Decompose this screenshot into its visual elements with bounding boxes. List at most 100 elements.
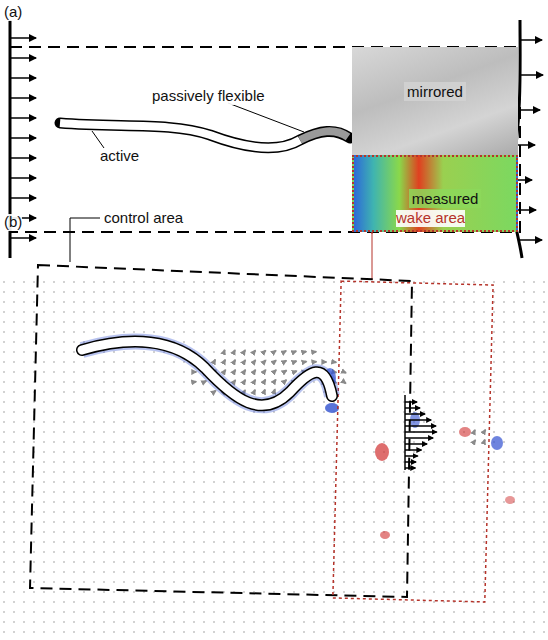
vector-dot [103,521,105,523]
vector-dot [123,521,125,523]
vector-dot [53,581,55,583]
vector-dot [543,431,545,433]
passive-tail [300,131,348,140]
vector-dot [163,461,165,463]
vector-dot [443,581,445,583]
vector-dot [203,391,205,393]
vector-dot [293,631,295,633]
vector-dot [3,541,5,543]
vector-dot [333,451,335,453]
vector-dot [163,391,165,393]
vector-dot [443,501,445,503]
vector-dot [193,471,195,473]
vector-dot [33,421,35,423]
vector-dot [513,361,515,363]
vector-dot [243,571,245,573]
vector-dot [303,461,305,463]
vector-dot [293,571,295,573]
vector-dot [73,361,75,363]
vector-dot [503,481,505,483]
vector-dot [193,531,195,533]
vector-dot [383,581,385,583]
vector-dot [13,621,15,623]
vector-dot [193,561,195,563]
vector-dot [193,581,195,583]
vector-dot [323,541,325,543]
vector-dot [313,521,315,523]
vector-dot [313,591,315,593]
vector-dot [53,611,55,613]
vector-dot [3,411,5,413]
vector-dot [183,581,185,583]
vector-dot [143,291,145,293]
vector-dot [513,421,515,423]
vector-dot [533,441,535,443]
vector-dot [13,511,15,513]
vector-dot [473,461,475,463]
vector-dot [453,451,455,453]
vector-dot [163,481,165,483]
vector-dot [543,311,545,313]
vector-dot [483,351,485,353]
vector-dot [253,611,255,613]
vector-dot [543,471,545,473]
vector-dot [283,301,285,303]
vector-dot [503,461,505,463]
vector-dot [513,301,515,303]
vector-dot [233,581,235,583]
vector-dot [433,571,435,573]
vector-dot [53,321,55,323]
vector-arrow [284,370,287,372]
vector-dot [503,471,505,473]
vector-dot [443,491,445,493]
vector-dot [163,471,165,473]
vector-dot [513,491,515,493]
vector-arrow [274,379,276,382]
vector-dot [533,341,535,343]
vector-dot [193,441,195,443]
vector-dot [303,581,305,583]
vector-dot [63,541,65,543]
vector-dot [423,561,425,563]
vector-dot [503,401,505,403]
vector-dot [373,611,375,613]
vector-dot [83,331,85,333]
vector-dot [303,421,305,423]
vector-dot [13,491,15,493]
vector-dot [283,471,285,473]
vector-dot [153,331,155,333]
vector-dot [523,411,525,413]
vector-dot [253,331,255,333]
vector-dot [543,351,545,353]
vector-dot [203,471,205,473]
vector-dot [403,491,405,493]
vector-arrow [483,440,486,442]
flow-arrow [11,157,36,159]
vector-dot [23,611,25,613]
vector-dot [353,341,355,343]
vector-dot [263,521,265,523]
vector-dot [423,441,425,443]
vector-dot [453,551,455,553]
vector-dot [113,281,115,283]
flow-arrow [518,109,540,111]
vector-dot [513,521,515,523]
vector-dot [253,301,255,303]
vector-dot [53,401,55,403]
vector-dot [143,571,145,573]
vector-dot [63,381,65,383]
vector-dot [253,621,255,623]
vector-dot [373,471,375,473]
vector-dot [23,531,25,533]
vector-dot [543,501,545,503]
vector-dot [23,301,25,303]
vector-dot [183,411,185,413]
vector-dot [53,481,55,483]
vector-dot [73,611,75,613]
vector-dot [363,551,365,553]
vector-dot [353,561,355,563]
vector-dot [163,281,165,283]
vector-dot [423,411,425,413]
vector-dot [23,441,25,443]
vector-dot [63,341,65,343]
